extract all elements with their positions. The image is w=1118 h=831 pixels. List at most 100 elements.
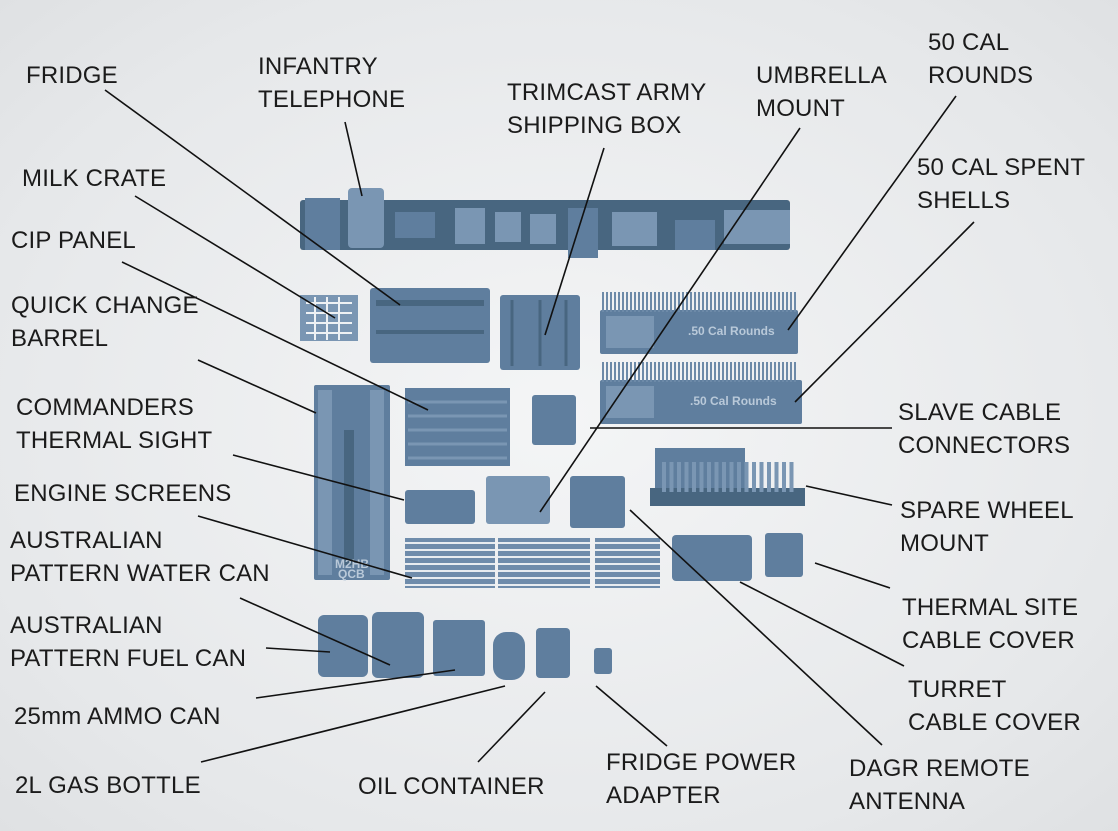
gas-bottle-part (493, 632, 525, 680)
shell-tip (746, 362, 748, 382)
leader-fridge (104, 89, 401, 306)
shell-tip (778, 292, 780, 312)
water-can-part (318, 615, 368, 677)
shell-tip (682, 362, 684, 382)
shell-tip (794, 292, 796, 312)
shell-tip (634, 292, 636, 312)
shell-tip (766, 362, 768, 382)
shell-tip (702, 292, 704, 312)
mount-spoke (752, 462, 756, 492)
mount-spoke (759, 462, 764, 492)
shell-tip (654, 362, 656, 382)
fuel-can-part (372, 612, 424, 678)
leader-spare-wheel-mount (805, 485, 893, 506)
shell-tip (722, 292, 724, 312)
shell-tip (638, 362, 640, 382)
shell-tip (734, 362, 736, 382)
shell-tip (642, 362, 644, 382)
mount-spoke (662, 462, 666, 492)
shell-tip (606, 292, 608, 312)
shell-tip (726, 362, 728, 382)
shell-tip (770, 292, 772, 312)
cip-panel-part (405, 388, 510, 466)
shell-tip (702, 362, 704, 382)
label-50-cal-rounds: 50 CAL ROUNDS (928, 29, 1034, 89)
leader-50-cal-spent-shells (794, 221, 975, 403)
label-australian-pattern-water-can: AUSTRALIAN PATTERN WATER CAN (10, 527, 270, 587)
shell-tip (710, 362, 712, 382)
mount-spoke (744, 462, 749, 492)
fridge-door-part (305, 198, 340, 250)
shell-tip (758, 292, 760, 312)
leader-thermal-site-cable-cover (814, 562, 891, 589)
shell-tip (650, 292, 652, 312)
label-engine-screens: ENGINE SCREENS (14, 480, 232, 507)
shell-tip (758, 362, 760, 382)
shell-tip (666, 362, 668, 382)
leader-25mm-ammo-can (255, 669, 456, 699)
leader-infantry-telephone (344, 121, 363, 197)
label-trimcast-army-shipping-box: TRIMCAST ARMY SHIPPING BOX (507, 79, 707, 139)
shell-tip (626, 292, 628, 312)
mount-spoke (782, 462, 786, 492)
shell-tip (706, 362, 708, 382)
label-commanders-thermal-sight: COMMANDERS THERMAL SIGHT (16, 394, 213, 454)
mount-spoke (669, 462, 674, 492)
shell-tip (730, 292, 732, 312)
ammo-box-1-label: .50 Cal Rounds (688, 324, 775, 338)
leader-fridge-power-adapter (595, 685, 668, 747)
shell-tip (638, 292, 640, 312)
shell-tip (698, 362, 700, 382)
small-part-6 (612, 212, 657, 246)
shell-tip (654, 292, 656, 312)
shell-tip (662, 362, 664, 382)
shell-tip (774, 292, 776, 312)
shell-tip (658, 292, 660, 312)
label-australian-pattern-fuel-can: AUSTRALIAN PATTERN FUEL CAN (10, 612, 247, 672)
shell-tip (690, 292, 692, 312)
mount-spoke (684, 462, 689, 492)
mount-spoke (737, 462, 741, 492)
shell-tip (750, 362, 752, 382)
shell-tip (730, 362, 732, 382)
shell-tip (678, 292, 680, 312)
mount-spoke (729, 462, 734, 492)
label-dagr-remote-antenna: DAGR REMOTE ANTENNA (849, 755, 1030, 815)
small-part-2 (455, 208, 485, 244)
oil-container-part (536, 628, 570, 678)
shell-tip (794, 362, 796, 382)
shell-tip (674, 292, 676, 312)
mount-spoke (767, 462, 771, 492)
mount-spoke (789, 462, 794, 492)
shell-tip (606, 362, 608, 382)
shell-tip (738, 362, 740, 382)
shell-tip (770, 362, 772, 382)
label-turret-cable-cover: TURRET CABLE COVER (908, 676, 1081, 736)
ammo-box-spent-shells: .50 Cal Rounds (600, 362, 802, 424)
slave-cable-connectors-part (532, 395, 576, 445)
shell-tip (678, 362, 680, 382)
label-thermal-site-cable-cover: THERMAL SITE CABLE COVER (902, 594, 1079, 654)
shell-tip (734, 292, 736, 312)
label-fridge-power-adapter: FRIDGE POWER ADAPTER (606, 749, 797, 809)
label-slave-cable-connectors: SLAVE CABLE CONNECTORS (898, 399, 1071, 459)
shell-tip (754, 362, 756, 382)
shell-tip (718, 362, 720, 382)
shell-tip (714, 362, 716, 382)
mount-spoke (722, 462, 726, 492)
shell-tip (614, 292, 616, 312)
ammo-can-part (433, 620, 485, 676)
leader-2l-gas-bottle (200, 685, 506, 763)
label-spare-wheel-mount: SPARE WHEEL MOUNT (900, 497, 1074, 557)
small-part-3 (495, 212, 521, 242)
leader-umbrella-mount (539, 127, 801, 513)
label-umbrella-mount: UMBRELLA MOUNT (756, 62, 887, 122)
leader-engine-screens (197, 515, 413, 579)
shell-tip (694, 362, 696, 382)
leader-milk-crate (134, 195, 336, 319)
label-oil-container: OIL CONTAINER (358, 773, 545, 800)
mount-spoke (774, 462, 779, 492)
shell-tip (618, 362, 620, 382)
fridge-power-adapter-part (594, 648, 612, 674)
